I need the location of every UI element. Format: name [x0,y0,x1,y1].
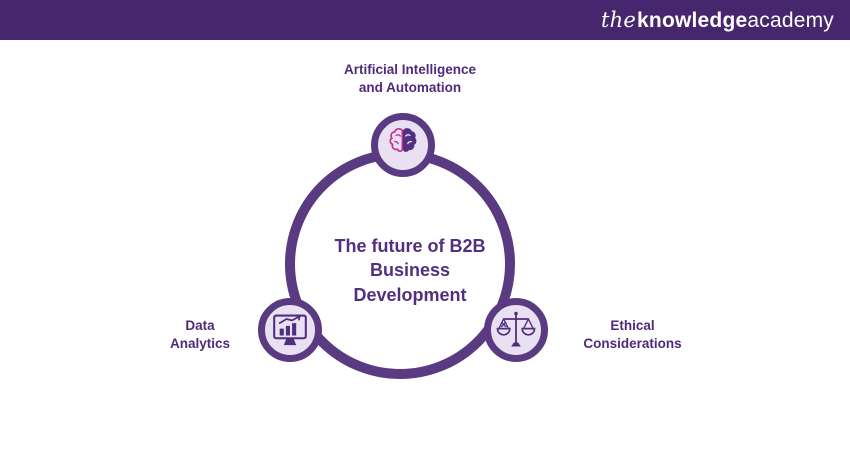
node-data-analytics [258,298,322,362]
brand-logo: theknowledgeacademy [601,8,834,33]
label-ethical-considerations: Ethical Considerations [583,318,682,351]
node-ai-automation [371,113,435,177]
logo-the: the [601,7,637,32]
analytics-monitor-icon [273,314,307,346]
logo-academy: academy [747,8,834,32]
scales-icon [496,311,536,347]
label-ai-automation: Artificial Intelligence and Automation [343,62,477,95]
header-bar: theknowledgeacademy [0,0,850,40]
label-data-analytics: Data Analytics [169,318,231,351]
diagram-title: The future of B2B Business Development [334,236,486,305]
node-ethical-considerations [484,298,548,362]
brain-icon [389,128,417,153]
logo-knowledge: knowledge [637,8,748,32]
